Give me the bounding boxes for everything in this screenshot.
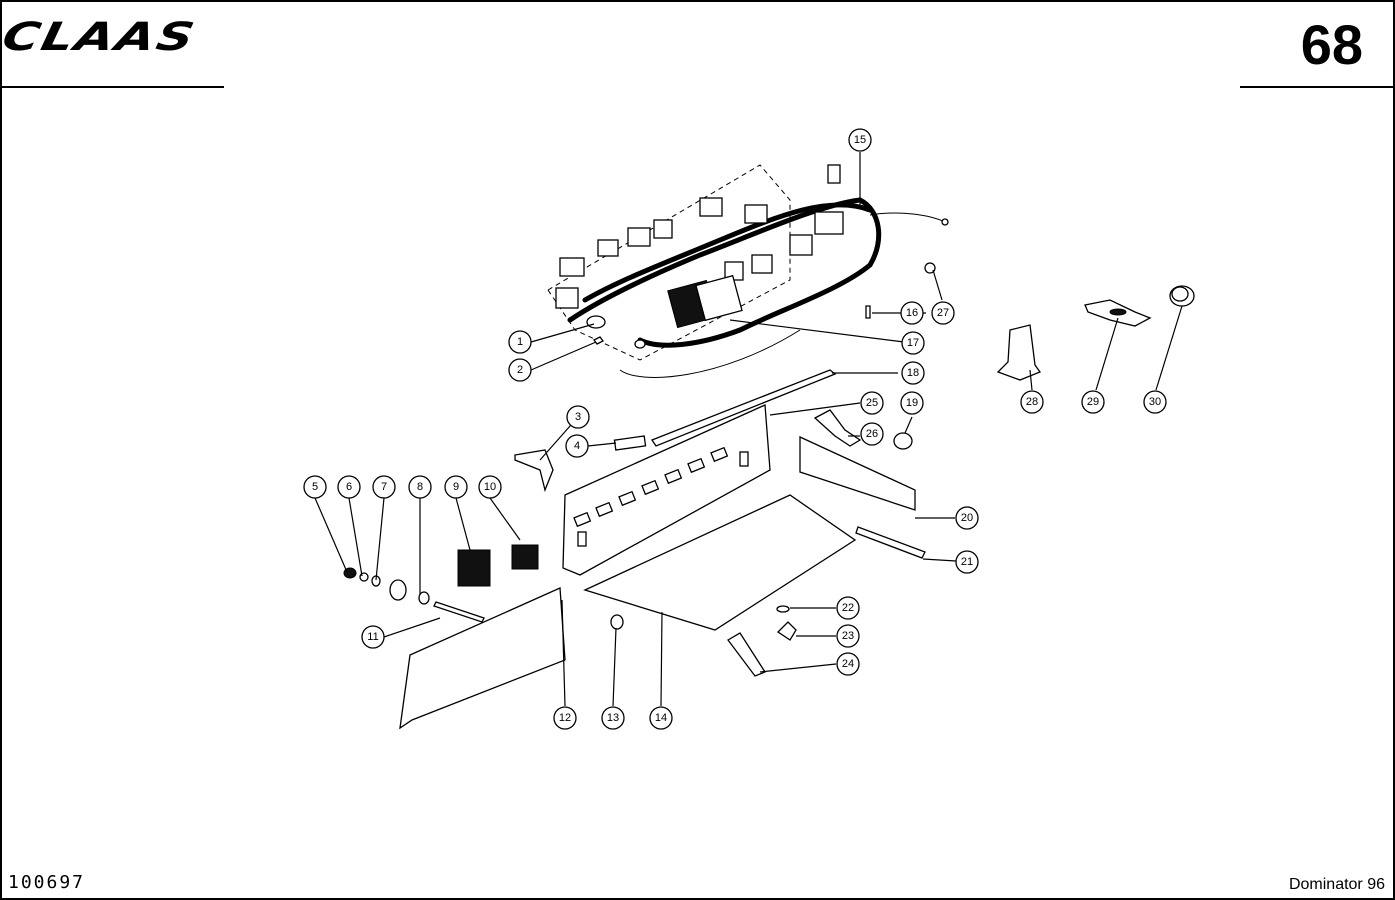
- relay-module: [667, 274, 743, 329]
- svg-text:2: 2: [517, 364, 523, 376]
- callout-1: 1: [508, 330, 532, 354]
- callout-16: 16: [900, 301, 924, 325]
- callout-11: 11: [361, 625, 385, 649]
- spacer-11a: [418, 591, 430, 605]
- callout-12: 12: [553, 706, 577, 730]
- plug-19: [893, 432, 913, 450]
- svg-text:22: 22: [842, 602, 854, 614]
- callout-3: 3: [566, 405, 590, 429]
- wiring-harness-assembly: [547, 164, 949, 378]
- clamp-29: [1084, 299, 1152, 327]
- switch-23: [776, 621, 797, 641]
- nut-13: [610, 614, 624, 630]
- svg-text:3: 3: [575, 411, 581, 423]
- svg-text:5: 5: [312, 481, 318, 493]
- callout-balloons: 1 2 3 4 5 6 7 8 9 10 11 12 13 14 15 16 1…: [303, 128, 1167, 730]
- svg-text:8: 8: [417, 481, 423, 493]
- callout-8: 8: [408, 475, 432, 499]
- svg-text:16: 16: [906, 307, 918, 319]
- callout-23: 23: [836, 624, 860, 648]
- callout-18: 18: [901, 361, 925, 385]
- callout-25: 25: [860, 391, 884, 415]
- bracket-28: [996, 324, 1042, 381]
- callout-17: 17: [901, 331, 925, 355]
- callout-14: 14: [649, 706, 673, 730]
- svg-text:28: 28: [1026, 396, 1038, 408]
- svg-text:19: 19: [906, 397, 918, 409]
- page-number-underline: [1240, 86, 1395, 88]
- logo-underline: [0, 86, 224, 88]
- callout-27: 27: [931, 301, 955, 325]
- bracket-26: [813, 409, 862, 447]
- front-panel-12: [399, 587, 566, 730]
- callout-29: 29: [1081, 390, 1105, 414]
- strip-21: [855, 526, 926, 559]
- svg-text:20: 20: [961, 512, 973, 524]
- side-panel-20: [799, 435, 916, 511]
- callout-19: 19: [900, 391, 924, 415]
- page-number: 68: [1300, 13, 1363, 76]
- grommet-30: [1169, 285, 1195, 307]
- svg-text:15: 15: [854, 134, 866, 146]
- svg-text:21: 21: [961, 556, 973, 568]
- callout-7: 7: [372, 475, 396, 499]
- callout-13: 13: [601, 706, 625, 730]
- svg-text:13: 13: [607, 712, 619, 724]
- callout-20: 20: [955, 506, 979, 530]
- strip-18: [651, 369, 837, 447]
- knob-8: [389, 579, 407, 601]
- callout-26: 26: [860, 422, 884, 446]
- relay-10: [511, 544, 539, 570]
- callout-4: 4: [565, 434, 589, 458]
- svg-text:11: 11: [367, 631, 378, 643]
- callout-24: 24: [836, 652, 860, 676]
- svg-text:30: 30: [1149, 396, 1161, 408]
- svg-text:9: 9: [453, 481, 459, 493]
- callout-21: 21: [955, 550, 979, 574]
- callout-30: 30: [1143, 390, 1167, 414]
- callout-15: 15: [848, 128, 872, 152]
- svg-text:14: 14: [655, 712, 667, 724]
- callout-10: 10: [478, 475, 502, 499]
- svg-text:27: 27: [937, 307, 949, 319]
- rod-11: [433, 601, 485, 623]
- svg-text:1: 1: [517, 336, 523, 348]
- bracket-3: [514, 449, 554, 493]
- relay-9: [457, 549, 491, 587]
- model-name: Dominator 96: [1288, 876, 1385, 893]
- svg-text:29: 29: [1087, 396, 1099, 408]
- svg-text:17: 17: [907, 337, 919, 349]
- bracket-24: [727, 632, 766, 677]
- callout-6: 6: [337, 475, 361, 499]
- main-panel: [562, 404, 771, 576]
- svg-text:10: 10: [484, 481, 496, 493]
- bottom-plate-14: [583, 494, 857, 631]
- svg-text:26: 26: [866, 428, 878, 440]
- callout-9: 9: [444, 475, 468, 499]
- callout-28: 28: [1020, 390, 1044, 414]
- svg-text:6: 6: [346, 481, 352, 493]
- svg-text:25: 25: [866, 397, 878, 409]
- washer-22: [776, 605, 790, 613]
- callout-22: 22: [836, 596, 860, 620]
- svg-text:18: 18: [907, 367, 919, 379]
- plate-4: [613, 435, 647, 451]
- svg-text:7: 7: [381, 481, 387, 493]
- svg-text:23: 23: [842, 630, 854, 642]
- svg-text:12: 12: [559, 712, 571, 724]
- connector-blocks: [555, 164, 844, 309]
- svg-text:24: 24: [842, 658, 854, 670]
- callout-2: 2: [508, 358, 532, 382]
- callout-5: 5: [303, 475, 327, 499]
- document-id: 100697: [8, 872, 86, 893]
- svg-text:4: 4: [574, 440, 580, 452]
